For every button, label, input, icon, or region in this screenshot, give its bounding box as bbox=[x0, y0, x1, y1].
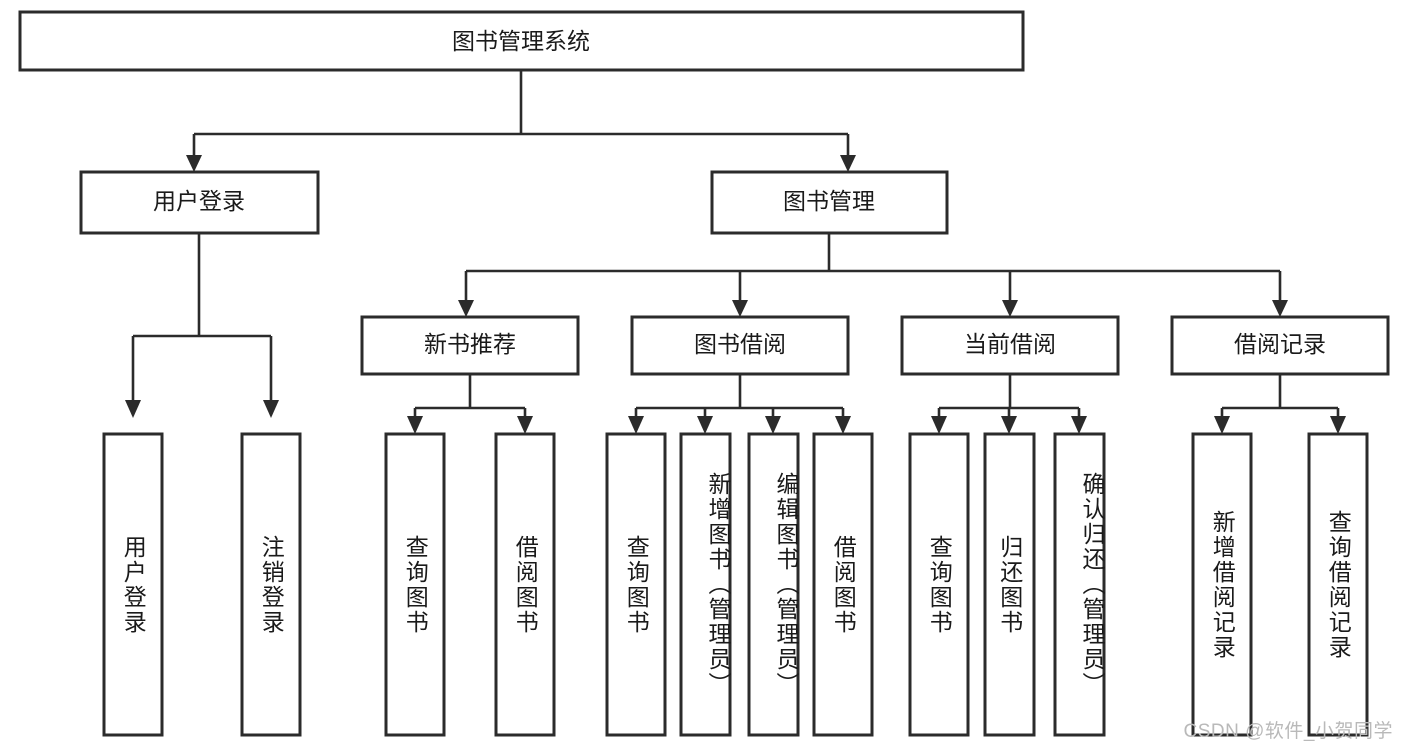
connector-root-to-level2 bbox=[186, 70, 856, 172]
leaf-box-query-record[interactable] bbox=[1307, 432, 1369, 737]
leaf-box-query-book-3[interactable] bbox=[908, 432, 970, 737]
node-borrow-record[interactable] bbox=[1170, 315, 1390, 376]
node-new-book-recommend-label: 新书推荐 bbox=[424, 331, 516, 357]
connector-bookmanage-to-level3 bbox=[458, 233, 1288, 317]
connector-newbook-to-leaves bbox=[407, 374, 533, 434]
node-book-borrow[interactable] bbox=[630, 315, 850, 376]
connector-borrowrecord-to-leaves bbox=[1214, 374, 1346, 434]
leaf-box-confirm-return[interactable] bbox=[1053, 432, 1106, 737]
node-root-label: 图书管理系统 bbox=[452, 28, 590, 54]
leaf-box-borrow-book-1[interactable] bbox=[494, 432, 556, 737]
node-root[interactable] bbox=[18, 10, 1025, 72]
leaf-box-add-book[interactable] bbox=[679, 432, 732, 737]
leaf-box-add-record[interactable] bbox=[1191, 432, 1253, 737]
node-user-login-label: 用户登录 bbox=[153, 188, 245, 214]
node-borrow-record-label: 借阅记录 bbox=[1234, 331, 1326, 357]
node-book-borrow-label: 图书借阅 bbox=[694, 331, 786, 357]
node-new-book-recommend[interactable] bbox=[360, 315, 580, 376]
leaf-box-query-book-2[interactable] bbox=[605, 432, 667, 737]
leaf-box-query-book-1[interactable] bbox=[384, 432, 446, 737]
connector-currentborrow-to-leaves bbox=[931, 374, 1087, 434]
leaf-box-user-login[interactable] bbox=[102, 432, 164, 737]
connector-userlogin-to-leaves bbox=[125, 233, 279, 418]
node-user-login[interactable] bbox=[79, 170, 320, 235]
node-book-manage-label: 图书管理 bbox=[783, 188, 875, 214]
node-book-manage[interactable] bbox=[710, 170, 949, 235]
watermark-text: CSDN @软件_小贺同学 bbox=[1183, 721, 1393, 742]
leaf-box-return-book[interactable] bbox=[983, 432, 1036, 737]
connector-bookborrow-to-leaves bbox=[628, 374, 851, 434]
leaf-box-edit-book[interactable] bbox=[747, 432, 800, 737]
node-current-borrow[interactable] bbox=[900, 315, 1120, 376]
leaf-box-user-logout[interactable] bbox=[240, 432, 302, 737]
node-current-borrow-label: 当前借阅 bbox=[964, 331, 1056, 357]
leaf-box-borrow-book-2[interactable] bbox=[812, 432, 874, 737]
